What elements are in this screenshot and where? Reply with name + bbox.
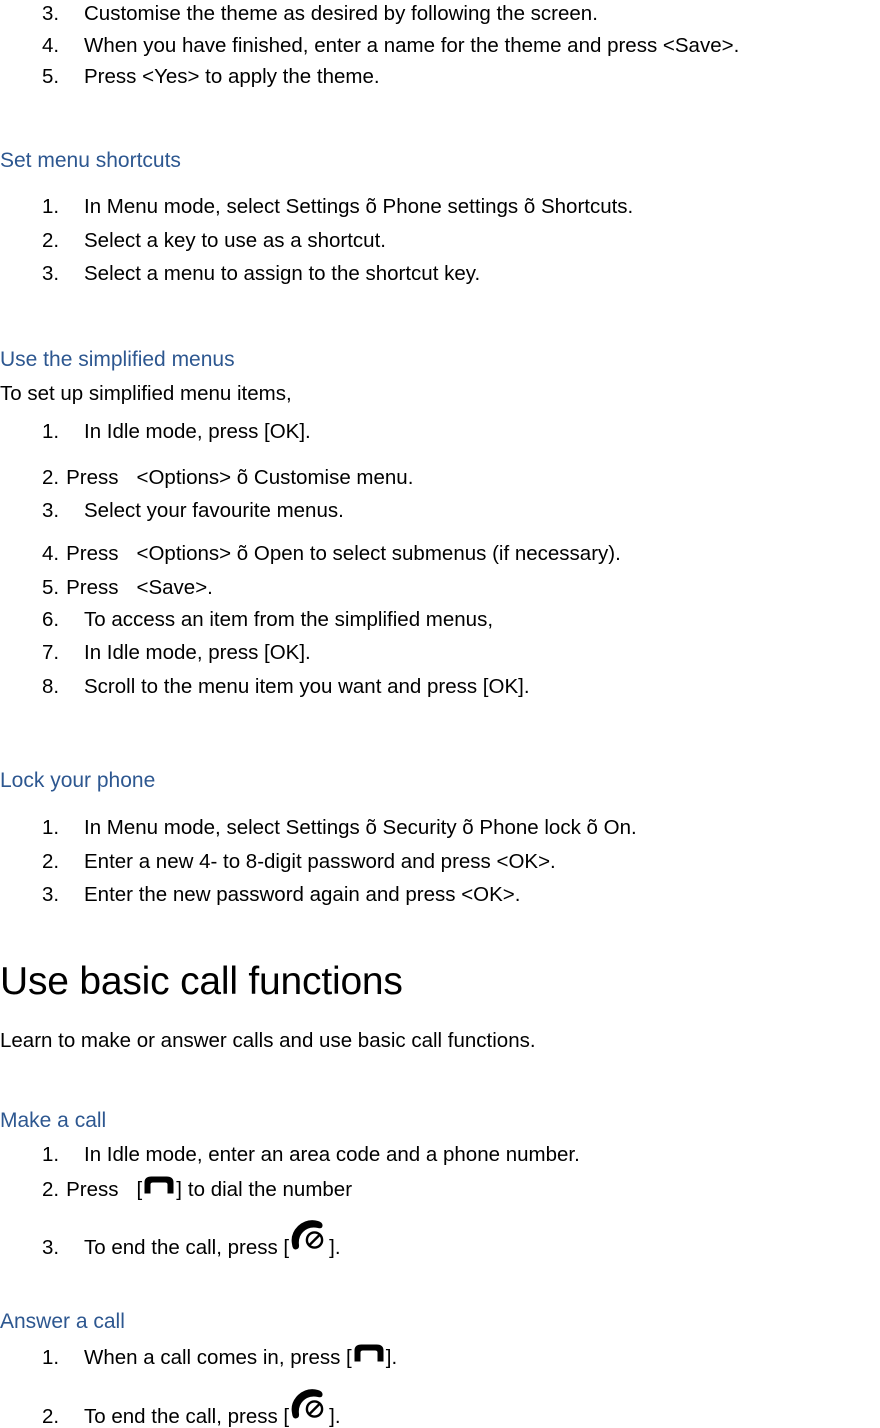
list-number: 5.: [42, 65, 60, 88]
section-heading-lock-your-phone: Lock your phone: [0, 769, 156, 792]
list-text: Select a key to use as a shortcut.: [84, 228, 386, 252]
use-simplified-menus-list: 1. In Idle mode, press [OK]. 2. Press <O…: [0, 420, 621, 698]
list-number: 2.: [42, 465, 60, 489]
bracket-close: ]: [176, 1177, 182, 1201]
list-item: 2. Press <Options> õ Customise menu.: [0, 465, 621, 489]
list-text: In Idle mode, press [OK].: [84, 641, 311, 664]
section-heading-use-simplified-menus: Use the simplified menus: [0, 348, 235, 371]
set-menu-shortcuts-list: 1. In Menu mode, select Settings õ Phone…: [0, 195, 634, 285]
section-heading-answer-a-call: Answer a call: [0, 1310, 125, 1333]
list-text: In Menu mode, select Settings õ Security…: [84, 816, 637, 839]
list-number: 3.: [42, 499, 60, 522]
list-text: <Options> õ Open to select submenus (if …: [136, 541, 621, 565]
list-text: In Idle mode, enter an area code and a p…: [84, 1143, 580, 1166]
list-text-after: ].: [385, 1346, 398, 1369]
list-text-before: When a call comes in, press [: [84, 1346, 352, 1369]
send-key-icon: [142, 1175, 176, 1194]
list-item: 3. Customise the theme as desired by fol…: [0, 2, 739, 25]
list-label: Press: [66, 465, 119, 489]
list-number: 1.: [42, 1346, 60, 1369]
list-item: 8. Scroll to the menu item you want and …: [0, 674, 621, 698]
page-title: Use basic call functions: [0, 960, 403, 1003]
list-item: 1. In Idle mode, press [OK].: [0, 420, 621, 443]
list-text: Press <Yes> to apply the theme.: [84, 65, 380, 88]
list-text: When you have finished, enter a name for…: [84, 33, 740, 57]
list-text: Enter a new 4- to 8-digit password and p…: [84, 849, 556, 873]
list-text: to dial the number: [187, 1177, 353, 1201]
list-item: 2. Press [ ] to dial the number: [0, 1175, 580, 1201]
list-number: 2.: [42, 228, 60, 252]
list-text: In Idle mode, press [OK].: [84, 420, 311, 443]
list-item: 2. To end the call, press [ ].: [0, 1388, 397, 1428]
list-number: 3.: [42, 2, 60, 25]
list-number: 1.: [42, 420, 60, 443]
list-number: 1.: [42, 816, 60, 839]
list-item: 1. In Menu mode, select Settings õ Secur…: [0, 816, 637, 839]
list-number: 6.: [42, 607, 60, 631]
list-number: 1.: [42, 195, 60, 218]
list-number: 2.: [42, 1177, 60, 1201]
list-number: 8.: [42, 674, 60, 698]
list-number: 7.: [42, 641, 60, 664]
list-item: 2. Enter a new 4- to 8-digit password an…: [0, 849, 637, 873]
list-text: <Options> õ Customise menu.: [136, 465, 414, 489]
section-heading-set-menu-shortcuts: Set menu shortcuts: [0, 149, 181, 172]
list-number: 5.: [42, 576, 60, 599]
list-text-before: To end the call, press [: [84, 1404, 290, 1428]
end-call-key-icon: [289, 1388, 329, 1420]
list-number: 4.: [42, 541, 60, 565]
list-text: <Save>.: [136, 576, 213, 599]
send-key-icon: [352, 1343, 386, 1362]
list-item: 5. Press <Yes> to apply the theme.: [0, 65, 739, 88]
list-item: 7. In Idle mode, press [OK].: [0, 641, 621, 664]
list-text: In Menu mode, select Settings õ Phone se…: [84, 195, 634, 218]
list-item: 3. Select a menu to assign to the shortc…: [0, 262, 633, 285]
list-number: 4.: [42, 33, 60, 57]
list-number: 2.: [42, 1404, 60, 1428]
list-text: Select a menu to assign to the shortcut …: [84, 262, 481, 285]
lock-your-phone-list: 1. In Menu mode, select Settings õ Secur…: [0, 816, 637, 906]
end-call-key-icon: [289, 1219, 329, 1251]
section-heading-make-a-call: Make a call: [0, 1109, 107, 1132]
theme-steps-list: 3. Customise the theme as desired by fol…: [0, 2, 740, 88]
list-text: Customise the theme as desired by follow…: [84, 2, 598, 25]
simplified-menus-intro: To set up simplified menu items,: [0, 382, 292, 405]
list-item: 4. Press <Options> õ Open to select subm…: [0, 541, 621, 565]
page-subtitle: Learn to make or answer calls and use ba…: [0, 1029, 536, 1052]
list-text: Scroll to the menu item you want and pre…: [84, 674, 530, 698]
list-text: Enter the new password again and press <…: [84, 883, 521, 906]
list-number: 3.: [42, 1236, 60, 1259]
list-label: Press: [66, 1177, 119, 1201]
list-item: 1. In Idle mode, enter an area code and …: [0, 1143, 580, 1166]
list-item: 2. Select a key to use as a shortcut.: [0, 228, 633, 252]
list-label: Press: [66, 541, 119, 565]
list-item: 5. Press <Save>.: [0, 576, 621, 599]
list-text-after: ].: [329, 1404, 341, 1428]
list-item: 1. When a call comes in, press [ ].: [0, 1343, 398, 1369]
list-text-after: ].: [329, 1236, 341, 1259]
answer-a-call-list: 1. When a call comes in, press [ ]. 2. T…: [0, 1343, 398, 1428]
list-number: 2.: [42, 849, 60, 873]
make-a-call-list: 1. In Idle mode, enter an area code and …: [0, 1143, 580, 1259]
list-number: 3.: [42, 262, 60, 285]
list-text: Select your favourite menus.: [84, 499, 344, 522]
list-item: 3. Enter the new password again and pres…: [0, 883, 637, 906]
list-item: 4. When you have finished, enter a name …: [0, 33, 740, 57]
list-item: 3. Select your favourite menus.: [0, 499, 621, 522]
list-item: 6. To access an item from the simplified…: [0, 607, 621, 631]
list-number: 3.: [42, 883, 60, 906]
list-label: Press: [66, 576, 119, 599]
bracket-open: [: [136, 1177, 143, 1201]
list-item: 1. In Menu mode, select Settings õ Phone…: [0, 195, 634, 218]
list-text-before: To end the call, press [: [84, 1236, 290, 1259]
list-number: 1.: [42, 1143, 60, 1166]
list-text: To access an item from the simplified me…: [84, 607, 494, 631]
list-item: 3. To end the call, press [ ].: [0, 1219, 580, 1259]
